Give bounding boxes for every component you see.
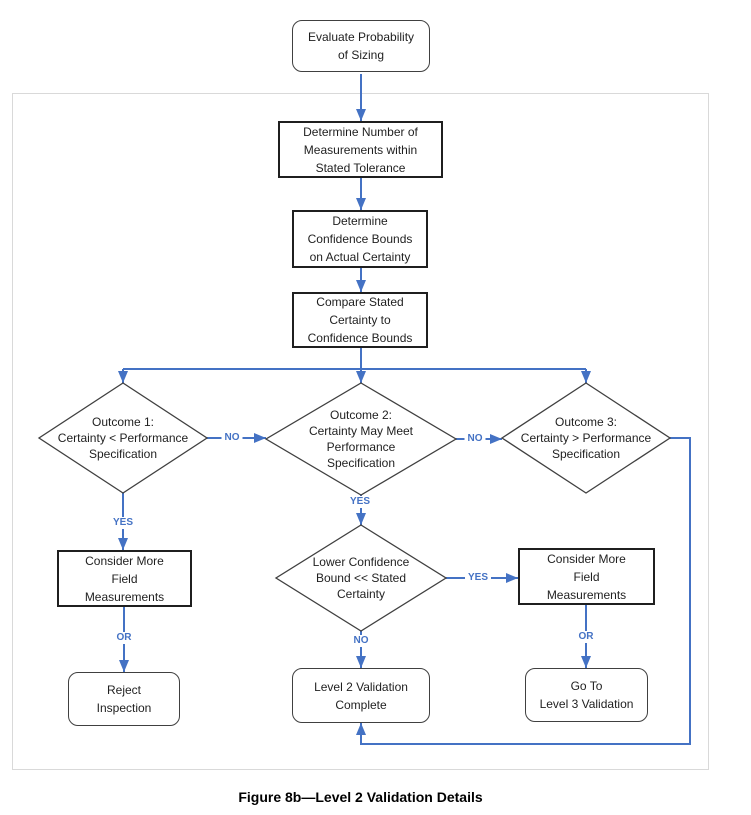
edge-label-left-or: OR — [113, 632, 135, 644]
decision-outcome3-label: Outcome 3: Certainty > Performance Speci… — [520, 415, 652, 461]
edge-outcome3-feedback-to-level2-complete — [356, 437, 691, 745]
edge-label-lower-no: NO — [350, 635, 372, 647]
node-determine-confidence-bounds: Determine Confidence Bounds on Actual Ce… — [292, 210, 428, 268]
decision-outcome2-shape — [264, 382, 458, 496]
node-level2-validation-complete: Level 2 Validation Complete — [292, 668, 430, 723]
node-evaluate-probability: Evaluate Probability of Sizing — [292, 20, 430, 72]
node-reject-inspection: Reject Inspection — [68, 672, 180, 726]
node-goto-level3-validation: Go To Level 3 Validation — [525, 668, 648, 722]
figure-caption: Figure 8b—Level 2 Validation Details — [238, 789, 483, 805]
edge-label-outcome1-yes: YES — [109, 517, 137, 529]
edge-label-outcome1-no: NO — [221, 432, 243, 444]
node-compare-certainty: Compare Stated Certainty to Confidence B… — [292, 292, 428, 348]
decision-outcome2-label: Outcome 2: Certainty May Meet Performanc… — [308, 408, 414, 470]
edge-label-right-or: OR — [575, 631, 597, 643]
edge-label-outcome2-yes: YES — [346, 496, 374, 508]
decision-outcome1-label: Outcome 1: Certainty < Performance Speci… — [57, 415, 189, 461]
decision-lower-confidence-shape — [274, 524, 448, 632]
edge-label-lower-yes: YES — [464, 572, 492, 584]
decision-outcome1-shape — [37, 382, 209, 494]
decision-lower-confidence-label: Lower Confidence Bound << Stated Certain… — [312, 555, 410, 601]
node-consider-more-right: Consider More Field Measurements — [518, 548, 655, 605]
edge-label-outcome2-no: NO — [464, 433, 486, 445]
node-consider-more-left: Consider More Field Measurements — [57, 550, 192, 607]
decision-outcome3-shape — [500, 382, 672, 494]
node-determine-measurements: Determine Number of Measurements within … — [278, 121, 443, 178]
